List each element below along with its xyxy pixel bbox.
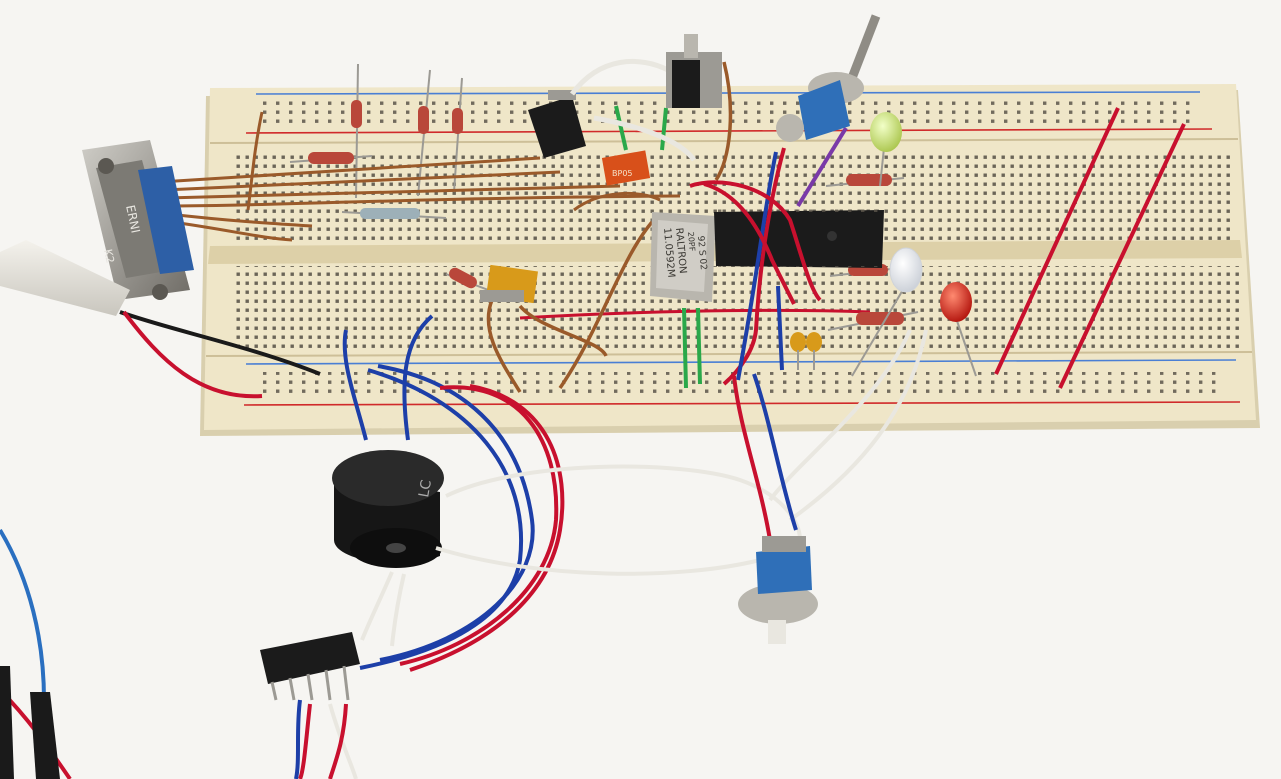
top-power-rail <box>245 91 1213 134</box>
led-clear <box>851 247 923 377</box>
crystal-label-2: 11.0592M <box>661 227 676 278</box>
toggle-switch-bottom <box>732 373 818 644</box>
brown-long-wires <box>486 61 733 393</box>
microcontroller-ic <box>714 206 884 272</box>
capacitor-label: BP05 <box>612 169 633 178</box>
bottom-left-wires <box>0 528 72 779</box>
lower-ic <box>260 632 360 779</box>
crystal-label-1: RALTRON <box>673 227 688 274</box>
buzzer-label: LC <box>416 478 435 498</box>
piezo-buzzer: LC <box>332 450 444 568</box>
orange-capacitor: BP05 <box>601 150 651 186</box>
blue-wires-buzzer <box>342 314 535 670</box>
db9-brand-label: ERNI <box>123 204 143 235</box>
crystal-label-4: 92 S 02 <box>695 235 708 270</box>
lower-terminal-strip-holes <box>232 266 1242 350</box>
yellow-capacitors <box>790 332 822 370</box>
switch-wires <box>689 147 822 386</box>
crystal-oscillator: RALTRON 11.0592M 20PF 92 S 02 <box>650 212 716 302</box>
toggle-switch-top <box>776 14 881 142</box>
db9-model-label: K2 <box>101 248 117 265</box>
pushbutton-top <box>666 34 722 108</box>
led-red <box>940 282 977 377</box>
led-green <box>870 112 902 187</box>
transistor-left <box>528 90 586 158</box>
db9-connector: ERNI K2 <box>82 140 194 300</box>
red-wires-buzzer <box>399 384 565 672</box>
short-jumpers <box>614 105 848 389</box>
trimmer-capacitor <box>480 264 538 304</box>
red-wire-horizontal <box>519 308 871 320</box>
white-wire-top-2 <box>593 115 697 162</box>
top-rail-divider <box>209 138 1239 144</box>
white-wire-top <box>569 58 670 96</box>
resistors-upright <box>351 63 463 199</box>
brown-wire-bundle <box>159 111 681 242</box>
red-jumpers-right <box>994 107 1186 389</box>
crystal-label-3: 20PF <box>686 231 697 252</box>
breadboard <box>200 84 1260 436</box>
serial-cable <box>0 240 321 399</box>
